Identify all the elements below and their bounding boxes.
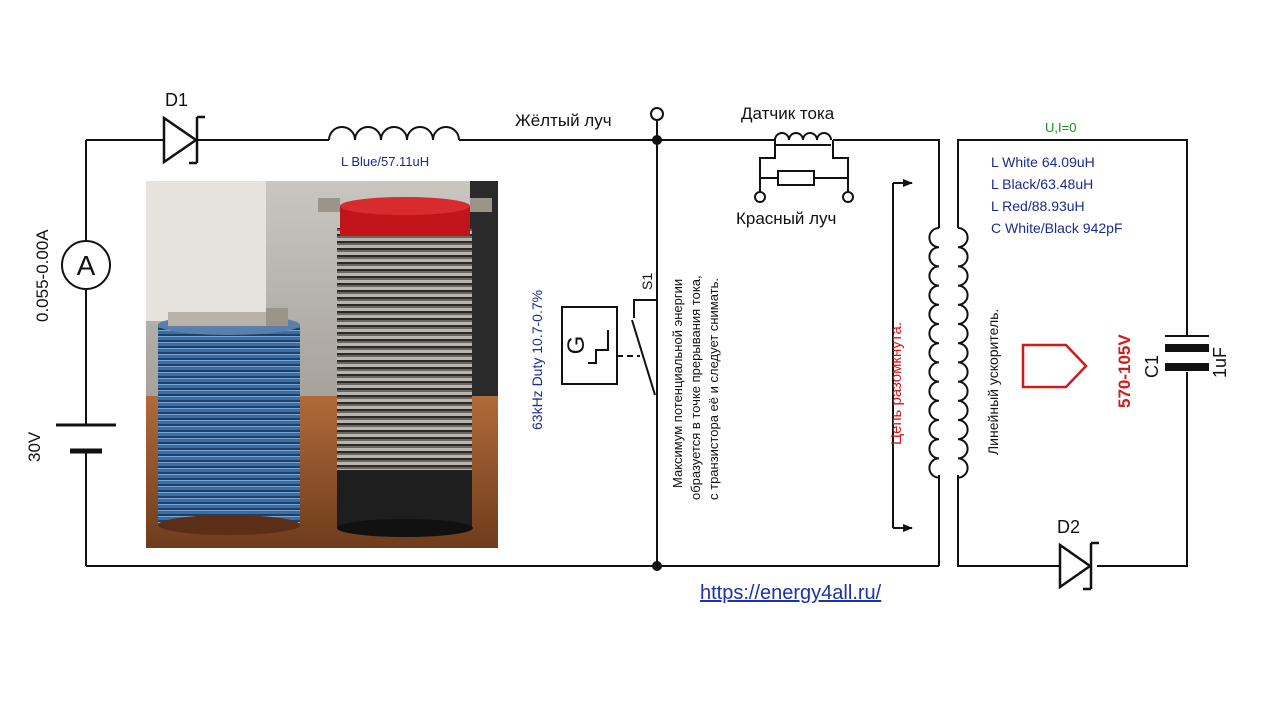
svg-text:с транзистора её и следует сни: с транзистора её и следует снимать. (706, 278, 721, 500)
wire-secondary-top (957, 139, 1188, 336)
sensor-right (832, 140, 849, 192)
ammeter: A (61, 240, 111, 290)
ammeter-reading: 0.055-0.00A (33, 229, 52, 322)
inductor-l-blue (328, 126, 460, 141)
red-beam-label: Красный луч (736, 209, 836, 228)
node-bottom (652, 561, 662, 571)
capacitor-label: C1 (1142, 355, 1162, 378)
l-blue-label: L Blue/57.11uH (341, 154, 429, 169)
output-pentagon-icon (1021, 343, 1088, 389)
diode-d1 (162, 115, 205, 165)
wire-sensor-to-right (833, 139, 940, 228)
ammeter-symbol: A (77, 250, 96, 281)
current-sensor (774, 132, 832, 186)
l-white-label: L White 64.09uH (991, 154, 1095, 170)
wire-secondary-c1-bottom (1097, 374, 1188, 567)
yellow-beam-terminal (650, 107, 664, 121)
striped-coil (318, 197, 492, 537)
battery-voltage: 30V (25, 431, 44, 462)
wire-secondary-d2-left (957, 475, 1060, 567)
red-beam-terminal-left (754, 191, 766, 203)
blue-coil (158, 308, 300, 535)
diode-d2 (1058, 541, 1099, 591)
d1-label: D1 (165, 90, 188, 110)
c-white-black-label: C White/Black 942pF (991, 220, 1123, 236)
output-voltage-label: 570-105V (1115, 334, 1134, 408)
wiring (56, 121, 1188, 567)
svg-text:Максимум потенциальной энергии: Максимум потенциальной энергии (670, 279, 685, 488)
generator-frequency: 63kHz Duty 10.7-0.7% (529, 290, 545, 430)
pulse-icon (588, 330, 609, 364)
d2-label: D2 (1057, 517, 1080, 537)
transformer (928, 227, 969, 479)
coils-photo (146, 181, 498, 548)
capacitor-c1 (1165, 335, 1209, 374)
u-i-label: U,I=0 (1045, 120, 1076, 135)
sensor-left (759, 140, 776, 192)
capacitance-label: 1uF (1210, 347, 1230, 378)
switch-label: S1 (639, 273, 655, 290)
svg-text:образуется в точке прерывания: образуется в точке прерывания тока, (688, 275, 703, 500)
wire-switch-top (633, 299, 657, 318)
primary-winding (928, 227, 940, 479)
current-sensor-label: Датчик тока (741, 104, 835, 123)
red-beam-terminal-right (842, 191, 854, 203)
energy-note: Максимум потенциальной энергии образуетс… (670, 275, 721, 500)
generator: G (561, 306, 640, 385)
secondary-winding (957, 227, 969, 479)
website-link[interactable]: https://energy4all.ru/ (700, 582, 882, 604)
open-circuit-label: Цепь разомкнута. (888, 322, 905, 445)
generator-symbol: G (563, 336, 590, 355)
switch-blade (631, 319, 656, 396)
l-red-label: L Red/88.93uH (991, 198, 1085, 214)
yellow-beam-label: Жёлтый луч (515, 111, 612, 130)
linear-accelerator-label: Линейный ускоритель. (985, 309, 1001, 455)
node-top (652, 135, 662, 145)
l-black-label: L Black/63.48uH (991, 176, 1093, 192)
